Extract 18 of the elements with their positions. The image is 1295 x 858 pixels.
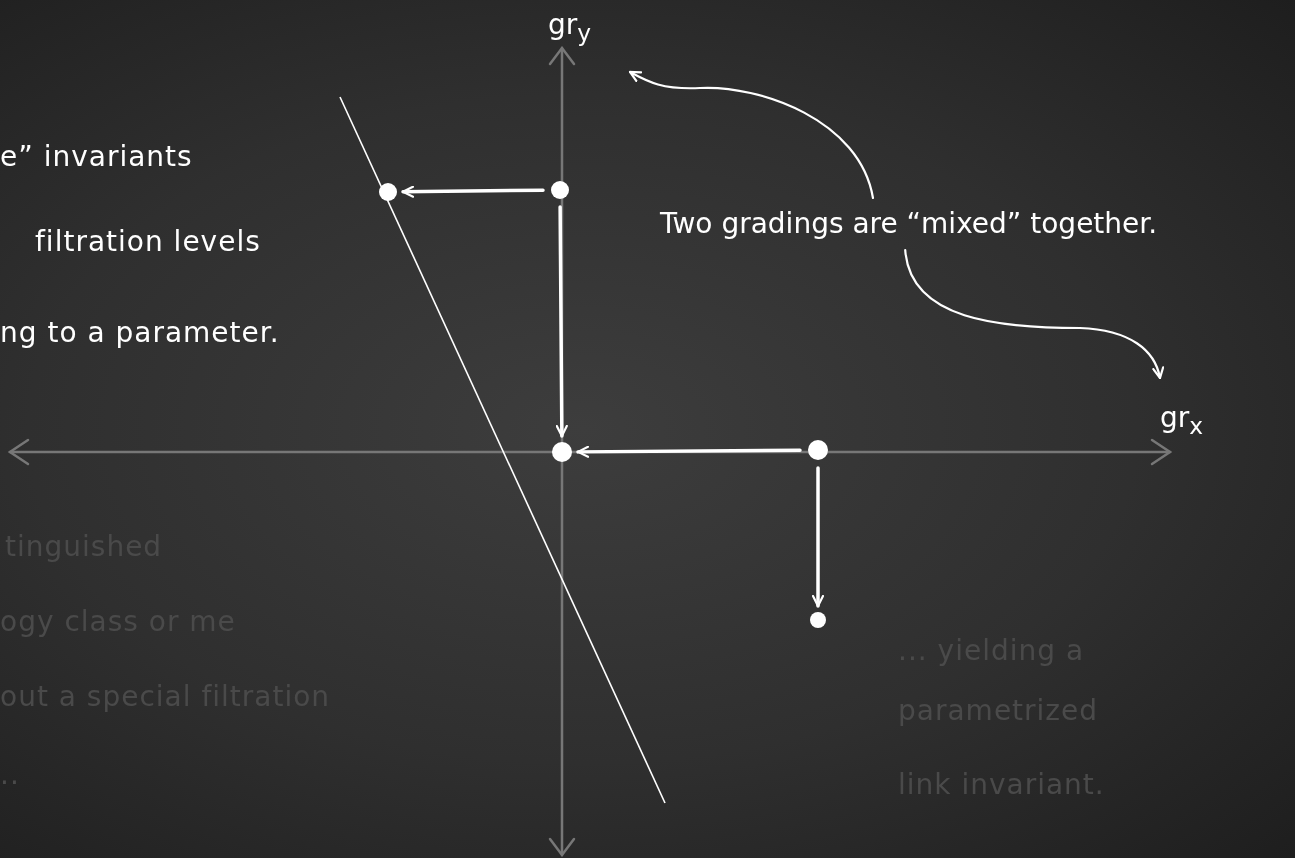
note-text: .. [0, 758, 20, 791]
axis-label: gr$_{y}$ [548, 8, 593, 47]
point-dot [808, 440, 828, 460]
note-text: e” invariants [0, 140, 193, 173]
point-dot [379, 183, 397, 201]
axis-label: gr$_{x}$ [1160, 401, 1205, 440]
arrow [555, 205, 568, 438]
arrow [811, 466, 825, 608]
curved-arrow [628, 70, 875, 200]
point-dot [810, 612, 826, 628]
annotation-text: Two gradings are “mixed” together. [660, 207, 1159, 241]
arrow [576, 445, 802, 458]
arrow [401, 185, 545, 198]
point-dot [552, 442, 572, 462]
point-dot [551, 181, 569, 199]
note-text: ng to a parameter. [0, 316, 280, 349]
note-text: filtration levels [35, 225, 261, 258]
curved-arrow [904, 248, 1164, 380]
